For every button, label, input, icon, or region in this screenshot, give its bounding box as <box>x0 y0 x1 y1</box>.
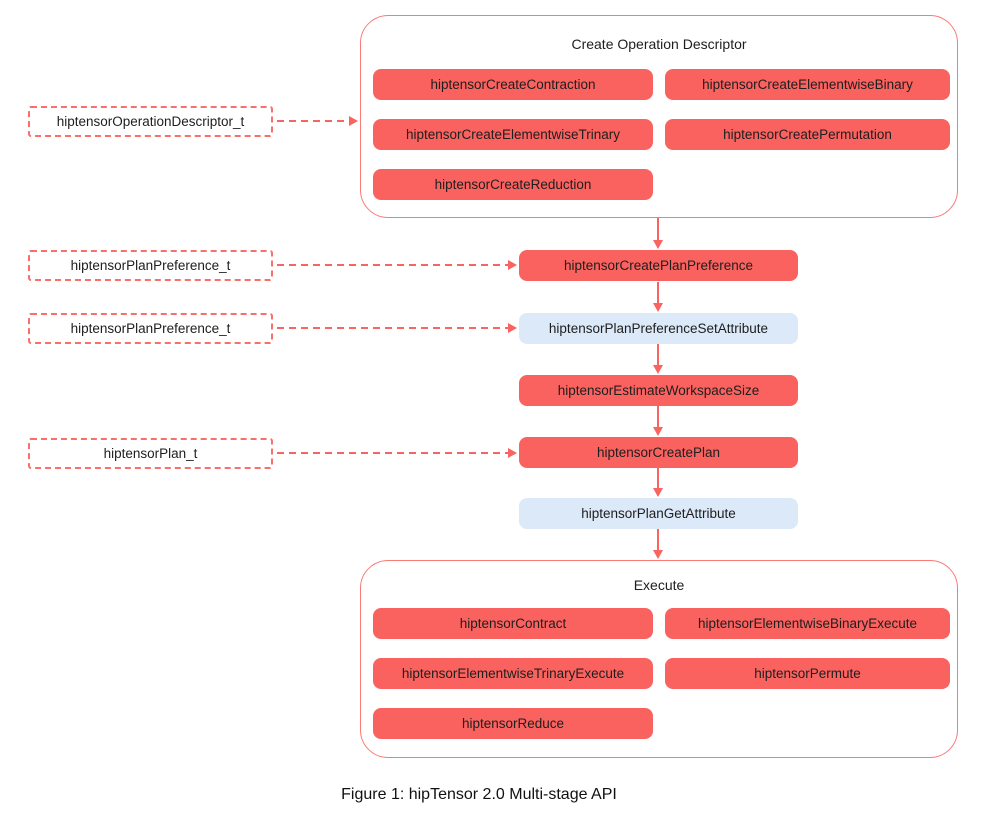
node-hiptensor-elementwise-binary-execute: hiptensorElementwiseBinaryExecute <box>665 608 950 639</box>
arrow-line <box>277 264 508 266</box>
execute-group-title: Execute <box>633 577 685 593</box>
node-hiptensor-create-contraction: hiptensorCreateContraction <box>373 69 653 100</box>
node-hiptensor-plan-preference-set-attribute: hiptensorPlanPreferenceSetAttribute <box>519 313 798 344</box>
flow-arrow-5 <box>652 468 664 497</box>
node-hiptensor-create-elementwise-trinary: hiptensorCreateElementwiseTrinary <box>373 119 653 150</box>
flow-arrow-3 <box>652 344 664 374</box>
node-hiptensor-elementwise-trinary-execute: hiptensorElementwiseTrinaryExecute <box>373 658 653 689</box>
arrow-line <box>277 327 508 329</box>
type-box-plan: hiptensorPlan_t <box>28 438 273 469</box>
arrow-head <box>653 303 663 312</box>
node-hiptensor-permute: hiptensorPermute <box>665 658 950 689</box>
type-box-plan-preference-2: hiptensorPlanPreference_t <box>28 313 273 344</box>
flow-arrow-6 <box>652 529 664 559</box>
flow-arrow-4 <box>652 406 664 436</box>
arrow-line <box>657 468 659 488</box>
arrow-line <box>657 282 659 303</box>
arrow-head <box>653 550 663 559</box>
node-hiptensor-create-plan: hiptensorCreatePlan <box>519 437 798 468</box>
node-hiptensor-contract: hiptensorContract <box>373 608 653 639</box>
node-hiptensor-plan-get-attribute: hiptensorPlanGetAttribute <box>519 498 798 529</box>
type-box-operation-descriptor: hiptensorOperationDescriptor_t <box>28 106 273 137</box>
arrow-head <box>653 427 663 436</box>
execute-group: Execute hiptensorContract hiptensorEleme… <box>360 560 958 758</box>
dashed-arrow-operation-descriptor <box>277 115 358 127</box>
node-hiptensor-create-reduction: hiptensorCreateReduction <box>373 169 653 200</box>
node-hiptensor-estimate-workspace-size: hiptensorEstimateWorkspaceSize <box>519 375 798 406</box>
arrow-line <box>277 452 508 454</box>
create-group-title: Create Operation Descriptor <box>571 36 747 52</box>
node-hiptensor-create-plan-preference: hiptensorCreatePlanPreference <box>519 250 798 281</box>
node-hiptensor-create-permutation: hiptensorCreatePermutation <box>665 119 950 150</box>
node-hiptensor-create-elementwise-binary: hiptensorCreateElementwiseBinary <box>665 69 950 100</box>
arrow-head <box>508 448 517 458</box>
flow-arrow-2 <box>652 282 664 312</box>
arrow-head <box>349 116 358 126</box>
arrow-line <box>657 344 659 365</box>
type-box-plan-preference-1: hiptensorPlanPreference_t <box>28 250 273 281</box>
arrow-head <box>508 260 517 270</box>
node-hiptensor-reduce: hiptensorReduce <box>373 708 653 739</box>
arrow-head <box>653 365 663 374</box>
arrow-line <box>277 120 349 122</box>
create-operation-descriptor-group: Create Operation Descriptor hiptensorCre… <box>360 15 958 218</box>
dashed-arrow-plan-preference-2 <box>277 322 517 334</box>
arrow-line <box>657 529 659 550</box>
arrow-head <box>653 240 663 249</box>
arrow-head <box>508 323 517 333</box>
figure-caption: Figure 1: hipTensor 2.0 Multi-stage API <box>341 786 617 803</box>
arrow-line <box>657 406 659 427</box>
arrow-head <box>653 488 663 497</box>
flow-arrow-1 <box>652 218 664 249</box>
arrow-line <box>657 218 659 240</box>
dashed-arrow-plan <box>277 447 517 459</box>
dashed-arrow-plan-preference-1 <box>277 259 517 271</box>
